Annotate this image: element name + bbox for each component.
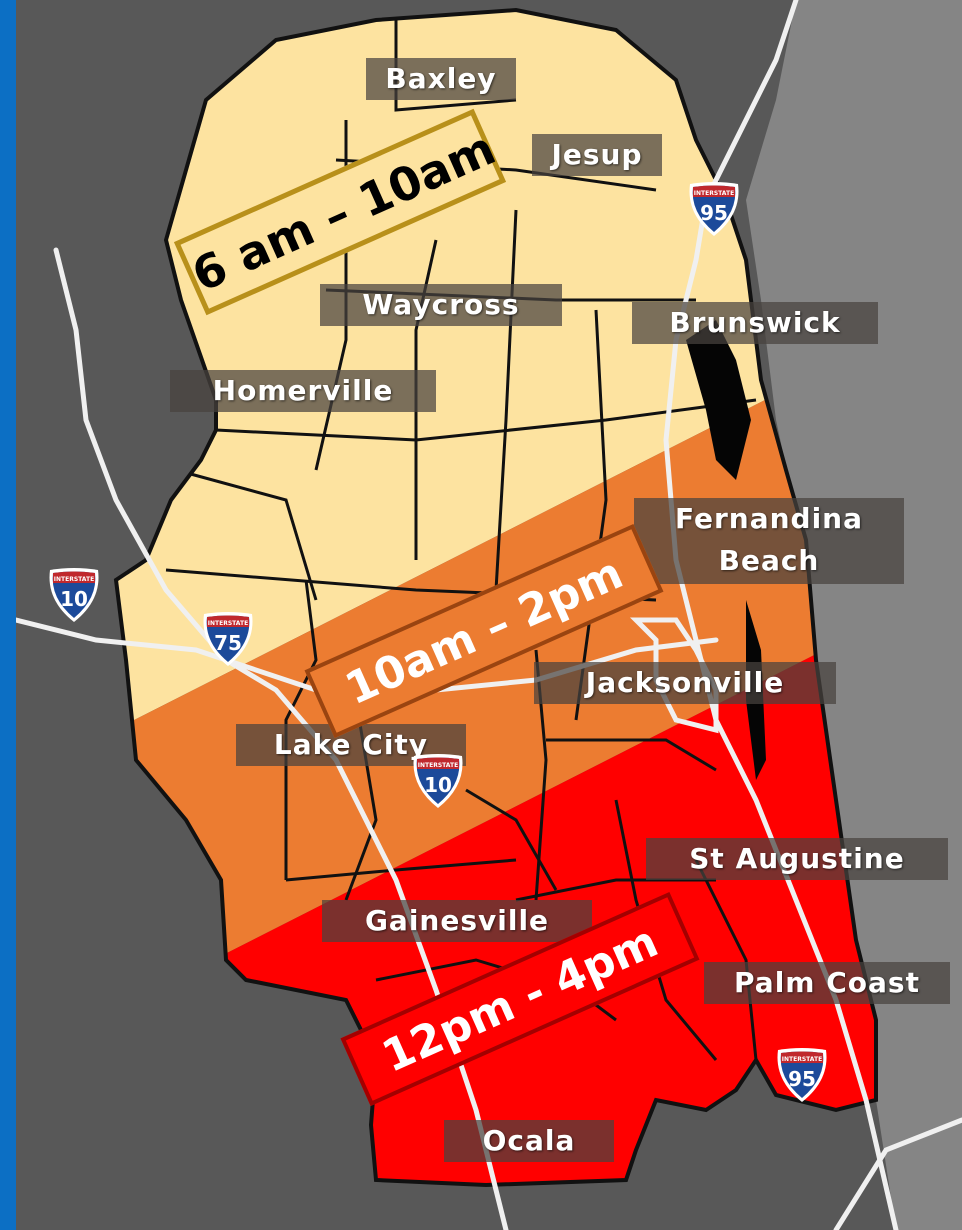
- city-gainesville: Gainesville: [322, 900, 592, 942]
- interstate-shield-icon-i95-south: INTERSTATE 95: [777, 1048, 827, 1102]
- coastal-highway: [833, 1117, 962, 1230]
- shield-number: 10: [60, 587, 88, 611]
- city-jesup: Jesup: [532, 134, 662, 176]
- interstate-shield-icon-i75: INTERSTATE 75: [203, 612, 253, 666]
- band-mid-fill: [116, 300, 876, 1060]
- city-waycross: Waycross: [320, 284, 562, 326]
- city-brunswick: Brunswick: [632, 302, 878, 344]
- shield-number: 75: [214, 631, 242, 655]
- shield-header: INTERSTATE: [418, 762, 458, 769]
- city-fernandina-line-1: Fernandina: [674, 502, 864, 535]
- shield-header: INTERSTATE: [694, 190, 734, 197]
- shield-header: INTERSTATE: [782, 1056, 822, 1063]
- city-baxley: Baxley: [366, 58, 516, 100]
- shield-header: INTERSTATE: [54, 576, 94, 583]
- city-st-augustine: St Augustine: [646, 838, 948, 880]
- coastal-marsh: [686, 320, 751, 480]
- shield-number: 95: [788, 1067, 816, 1091]
- i295-loop: [629, 617, 719, 734]
- city-ocala: Ocala: [444, 1120, 614, 1162]
- city-fernandina-beach: Fernandina Beach: [634, 498, 904, 584]
- shield-number: 95: [700, 201, 728, 225]
- city-lake-city: Lake City: [236, 724, 466, 766]
- shield-header: INTERSTATE: [208, 620, 248, 627]
- interstate-shield-icon-i10-mid: INTERSTATE 10: [413, 754, 463, 808]
- city-homerville: Homerville: [170, 370, 436, 412]
- shield-number: 10: [424, 773, 452, 797]
- city-palm-coast: Palm Coast: [704, 962, 950, 1004]
- interstate-shield-icon-i10-west: INTERSTATE 10: [49, 568, 99, 622]
- interstate-shield-icon-i95-north: INTERSTATE 95: [689, 182, 739, 236]
- city-jacksonville: Jacksonville: [534, 662, 836, 704]
- city-fernandina-line-2: Beach: [718, 544, 820, 577]
- map-frame: Baxley Jesup Waycross Brunswick Homervil…: [16, 0, 962, 1230]
